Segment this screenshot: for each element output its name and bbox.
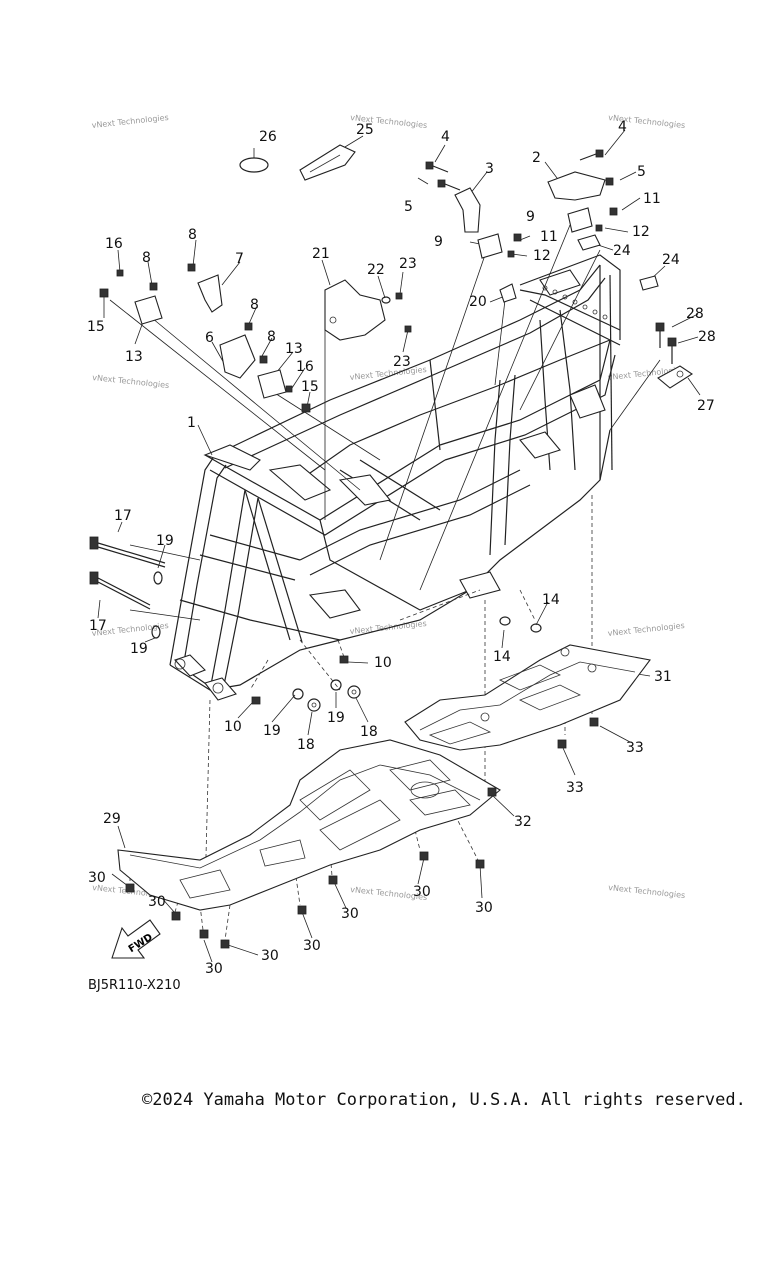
watermark: vNext Technologies [349,365,427,382]
small-parts [89,144,694,712]
callout-8: 8 [142,250,151,266]
callout-28: 28 [686,306,704,322]
callout-23: 23 [399,256,417,272]
watermark: vNext Technologies [608,883,686,900]
callout-1: 1 [187,415,196,431]
callout-7: 7 [235,251,244,267]
callout-14: 14 [493,649,511,665]
callout-17: 17 [114,508,132,524]
callout-17: 17 [89,618,107,634]
callout-8: 8 [250,297,259,313]
callout-8: 8 [188,227,197,243]
callout-16: 16 [296,359,314,375]
callout-16: 16 [105,236,123,252]
watermark: vNext Technologies [92,373,170,390]
callout-6: 6 [205,330,214,346]
callout-3: 3 [485,161,494,177]
callout-29: 29 [103,811,121,827]
callout-30: 30 [303,938,321,954]
watermark: vNext Technologies [607,621,685,638]
callout-32: 32 [514,814,532,830]
callout-12: 12 [632,224,650,240]
callout-4: 4 [441,129,450,145]
callout-10: 10 [374,655,392,671]
rail-holes [542,285,608,320]
callout-23: 23 [393,354,411,370]
callout-22: 22 [367,262,385,278]
plate-nuts [125,717,599,949]
main-frame [169,254,621,701]
callout-15: 15 [87,319,105,335]
skid-plate-front [117,739,501,911]
copyright-notice: ©2024 Yamaha Motor Corporation, U.S.A. A… [142,1090,746,1110]
callout-9: 9 [434,234,443,250]
callout-11: 11 [540,229,558,245]
callout-28: 28 [698,329,716,345]
callout-27: 27 [697,398,715,414]
callout-13: 13 [285,341,303,357]
bracket-7 [197,274,223,313]
callout-31: 31 [654,669,672,685]
callout-18: 18 [360,724,378,740]
callout-19: 19 [263,723,281,739]
callout-14: 14 [542,592,560,608]
frame-parts-diagram: vNext Technologies vNext Technologies vN… [87,113,716,977]
callout-30: 30 [413,884,431,900]
callout-30: 30 [148,894,166,910]
callout-19: 19 [156,533,174,549]
o-ring [239,157,269,173]
callout-10: 10 [224,719,242,735]
watermark: vNext Technologies [91,113,169,130]
diagram-code: BJ5R110-X210 [88,978,181,993]
callout-30: 30 [261,948,279,964]
callout-33: 33 [566,780,584,796]
skid-plate-rear [404,644,651,751]
callout-30: 30 [475,900,493,916]
callout-18: 18 [297,737,315,753]
callout-24: 24 [613,243,631,259]
callout-21: 21 [312,246,330,262]
callout-20: 20 [469,294,487,310]
callout-5: 5 [637,164,646,180]
callout-11: 11 [643,191,661,207]
callouts: 1 2 3 4 4 5 5 6 7 8 8 8 8 9 9 10 10 11 1… [87,119,716,977]
callout-26: 26 [259,129,277,145]
callout-30: 30 [341,906,359,922]
callout-15: 15 [301,379,319,395]
callout-9: 9 [526,209,535,225]
bracket-2 [547,171,606,201]
callout-25: 25 [356,122,374,138]
callout-2: 2 [532,150,541,166]
callout-33: 33 [626,740,644,756]
bracket-3 [454,187,481,233]
callout-13: 13 [125,349,143,365]
callout-19: 19 [327,710,345,726]
callout-12: 12 [533,248,551,264]
callout-4: 4 [618,119,627,135]
callout-19: 19 [130,641,148,657]
bracket-6 [219,334,256,379]
fwd-arrow: FWD [111,919,161,959]
callout-8: 8 [267,329,276,345]
callout-30: 30 [205,961,223,977]
callout-5: 5 [404,199,413,215]
callout-30: 30 [88,870,106,886]
callout-24: 24 [662,252,680,268]
cover-21 [324,279,386,341]
